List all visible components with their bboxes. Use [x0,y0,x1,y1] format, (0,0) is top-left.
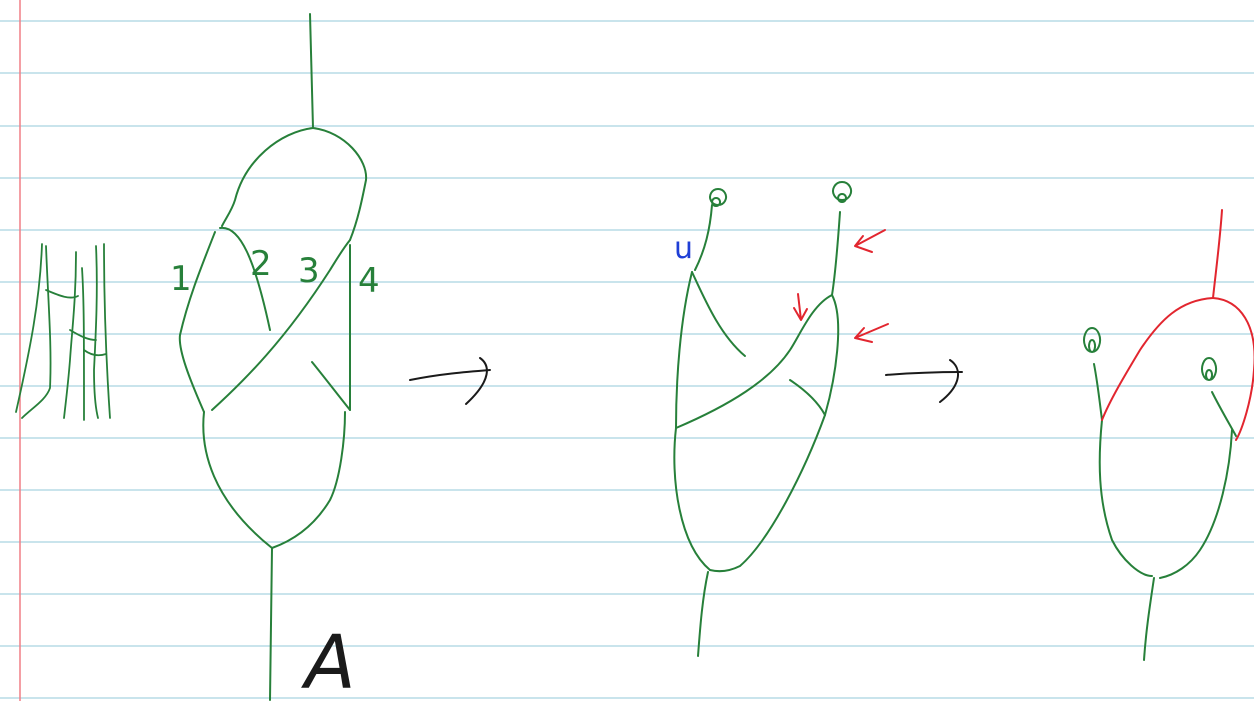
left-outer-strand [178,231,216,413]
braid-crossing [83,349,107,357]
braid-strand [103,243,111,419]
arrow-right-icon [885,359,963,403]
ruled-lines [0,20,1254,699]
diagram-middle [673,181,853,657]
arrow-shaft [885,371,963,376]
red-cap-overlay [1101,209,1254,441]
diagram-a-strand-labels: 1 2 3 4 [170,244,380,301]
cap-inner-arc [691,271,746,357]
upper-loop-left [221,127,314,227]
upper-loop-right [312,127,368,241]
red-arrow-icon [854,229,886,253]
arrow-right-icon [409,357,491,405]
braid-strand [21,245,52,419]
strand-label-4: 4 [358,261,380,301]
arrow-head [939,359,959,403]
braid-crossing [45,289,79,299]
lower-loop-right [271,411,346,549]
crossing-strand [211,239,351,411]
red-arrow-icon [793,293,808,321]
lower-loop-right [709,414,826,573]
diagram-a [178,13,368,701]
red-cap-right [1212,297,1254,441]
braid-strand [15,243,43,413]
lower-loop-left [202,411,273,549]
diagram-right [1083,327,1237,661]
right-cap-strand [831,211,841,296]
right-cap-circle [1201,357,1218,381]
braid-strand [93,245,99,419]
left-cap-strand [1093,363,1103,421]
left-cap-circle [1083,327,1102,353]
diagram-letter: A [301,620,356,701]
red-arrow-icon [854,323,889,343]
bottom-strand [269,547,273,701]
red-cap-left [1101,297,1214,421]
top-strand [309,13,314,129]
left-cap-strand [694,204,713,271]
right-loop-strand [824,294,840,416]
strand-label-3: 3 [298,251,320,291]
strand-2 [219,226,271,331]
middle-bottom-strand [697,571,709,657]
braid-strand [81,267,85,421]
strand-label-1: 1 [170,259,192,299]
red-annotations [793,229,889,343]
braid-strand [63,251,77,419]
small-braid-sketch [15,243,111,421]
strand-3-lower [311,361,351,411]
lower-loop-left [673,427,711,571]
right-bottom-strand [1143,577,1155,661]
right-cap-circle [832,181,853,203]
arrow-head [465,357,488,405]
left-cap-circle [709,188,727,207]
loop-right [1159,429,1233,579]
middle-left-strand [675,271,693,429]
red-top-strand [1212,209,1223,299]
arrow-shaft [409,369,491,381]
lower-crossing-strand [789,379,826,416]
loop-left [1098,419,1153,577]
middle-crossing-strand [675,294,833,429]
strand-label-2: 2 [250,244,272,284]
right-cap-strand [1211,391,1237,437]
cap-label-u: u [674,231,693,266]
